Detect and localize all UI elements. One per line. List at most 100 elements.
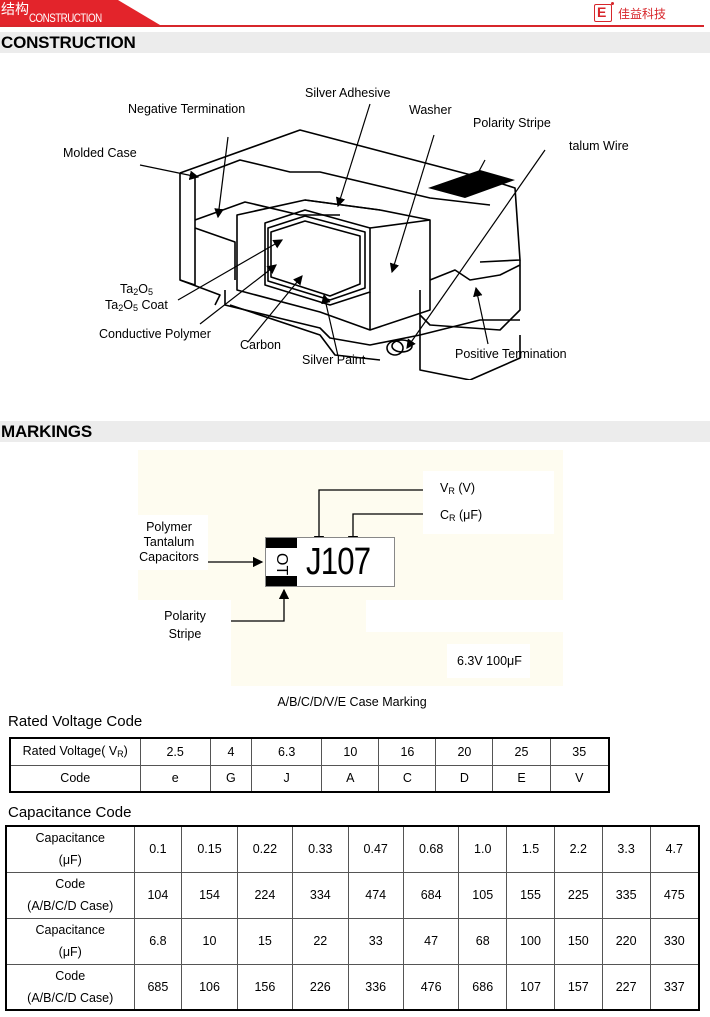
capacitance-cell: 0.1 [133, 825, 183, 873]
capacitance-cell: 4.7 [649, 825, 700, 873]
capacitor-cutaway-drawing [139, 103, 546, 380]
rated-voltage-header: Rated Voltage( VR) [9, 737, 141, 766]
label-positive-termination: Positive Termination [455, 347, 567, 361]
capacitance-cell: 220 [601, 917, 651, 965]
capacitance-cell: 0.22 [236, 825, 294, 873]
code-cell: 154 [181, 871, 238, 919]
capacitance-cell: 15 [236, 917, 294, 965]
code-cell: 105 [458, 871, 508, 919]
voltage-cell: 35 [549, 737, 610, 766]
example-value: 6.3V 100μF [457, 654, 522, 668]
code-cell: J [250, 764, 323, 793]
code-cell: 685 [133, 963, 183, 1011]
chip-side-text: OT [273, 553, 290, 576]
capacitance-cell: 0.15 [181, 825, 238, 873]
brand-name: 佳益科技 [618, 6, 667, 21]
polarity-stripe-label: Polarity Stripe [164, 609, 206, 641]
polarity-stripe-top [266, 538, 297, 548]
capacitance-header: Capacitance(μF) [5, 917, 135, 965]
code-cell: 476 [402, 963, 460, 1011]
capacitance-cell: 47 [402, 917, 460, 965]
code-header: Code [9, 764, 141, 793]
voltage-cell: 10 [321, 737, 380, 766]
capacitance-cell: 1.0 [458, 825, 508, 873]
rated-voltage-table: Rated Voltage( VR) 2.5 4 6.3 10 16 20 25… [9, 737, 610, 793]
voltage-cell: 6.3 [250, 737, 323, 766]
header-section-en: CONSTRUCTION [29, 13, 102, 25]
capacitance-cell: 33 [347, 917, 404, 965]
label-conductive-polymer: Conductive Polymer [99, 327, 211, 341]
capacitance-cell: 0.47 [347, 825, 404, 873]
code-cell: V [549, 764, 610, 793]
label-ta2o5: Ta2O5 [120, 282, 153, 297]
code-cell: 107 [506, 963, 555, 1011]
voltage-cell: 20 [435, 737, 494, 766]
table-row-voltage: Rated Voltage( VR) 2.5 4 6.3 10 16 20 25… [9, 737, 610, 766]
chip-code: J107 [306, 541, 371, 583]
label-carbon: Carbon [240, 338, 281, 352]
markings-title: MARKINGS [1, 422, 92, 441]
voltage-cell: 25 [492, 737, 551, 766]
label-tantalum-wire: talum Wire [569, 139, 629, 153]
capacitance-cell: 330 [649, 917, 700, 965]
label-negative-termination: Negative Termination [128, 102, 246, 116]
polymer-tantalum-label: Polymer Tantalum Capacitors [139, 520, 199, 564]
construction-title: CONSTRUCTION [1, 33, 136, 52]
rated-voltage-title: Rated Voltage Code [8, 713, 143, 730]
capacitance-cell: 2.2 [553, 825, 603, 873]
code-cell: 337 [649, 963, 700, 1011]
brand-logo: E 佳益科技 [594, 2, 667, 22]
capacitance-cell: 3.3 [601, 825, 651, 873]
code-cell: 106 [181, 963, 238, 1011]
construction-diagram: Negative Termination Silver Adhesive Was… [0, 80, 710, 380]
code-cell: 475 [649, 871, 700, 919]
code-cell: 684 [402, 871, 460, 919]
capacitance-cell: 100 [506, 917, 555, 965]
label-washer: Washer [409, 103, 452, 117]
label-polarity-stripe: Polarity Stripe [473, 116, 551, 130]
vr-label: VR (V) [440, 481, 475, 496]
code-cell: e [139, 764, 211, 793]
code-cell: 336 [347, 963, 404, 1011]
construction-section-bar: CONSTRUCTION [0, 32, 710, 53]
code-cell: 227 [601, 963, 651, 1011]
label-silver-paint: Silver Paint [302, 353, 366, 367]
code-cell: 155 [506, 871, 555, 919]
code-cell: 225 [553, 871, 603, 919]
code-cell: 224 [236, 871, 294, 919]
capacitance-header: Capacitance(μF) [5, 825, 135, 873]
capacitance-cell: 6.8 [133, 917, 183, 965]
page-header: 结构 CONSTRUCTION E 佳益科技 [0, 0, 710, 28]
capacitor-chip-marking: OT J107 [265, 537, 395, 587]
voltage-cell: 16 [378, 737, 437, 766]
code-cell: C [378, 764, 437, 793]
code-cell: 226 [292, 963, 349, 1011]
code-cell: 156 [236, 963, 294, 1011]
header-red-band [0, 0, 160, 25]
capacitance-cell: 22 [292, 917, 349, 965]
cr-label: CR (μF) [440, 508, 483, 523]
code-cell: A [321, 764, 380, 793]
capacitance-cell: 10 [181, 917, 238, 965]
label-molded-case: Molded Case [63, 146, 137, 160]
table-row-code: Code e G J A C D E V [9, 764, 610, 793]
header-red-line [0, 25, 704, 27]
brand-logo-icon: E [594, 2, 614, 22]
capacitance-cell: 150 [553, 917, 603, 965]
code-header: Code(A/B/C/D Case) [5, 871, 135, 919]
code-cell: E [492, 764, 551, 793]
label-ta2o5-coat: Ta2O5 Coat [105, 298, 168, 313]
capacitance-title: Capacitance Code [8, 804, 132, 821]
code-cell: 334 [292, 871, 349, 919]
voltage-cell: 4 [209, 737, 252, 766]
capacitance-cell: 0.68 [402, 825, 460, 873]
code-cell: 474 [347, 871, 404, 919]
code-cell: 335 [601, 871, 651, 919]
capacitance-cell: 1.5 [506, 825, 555, 873]
